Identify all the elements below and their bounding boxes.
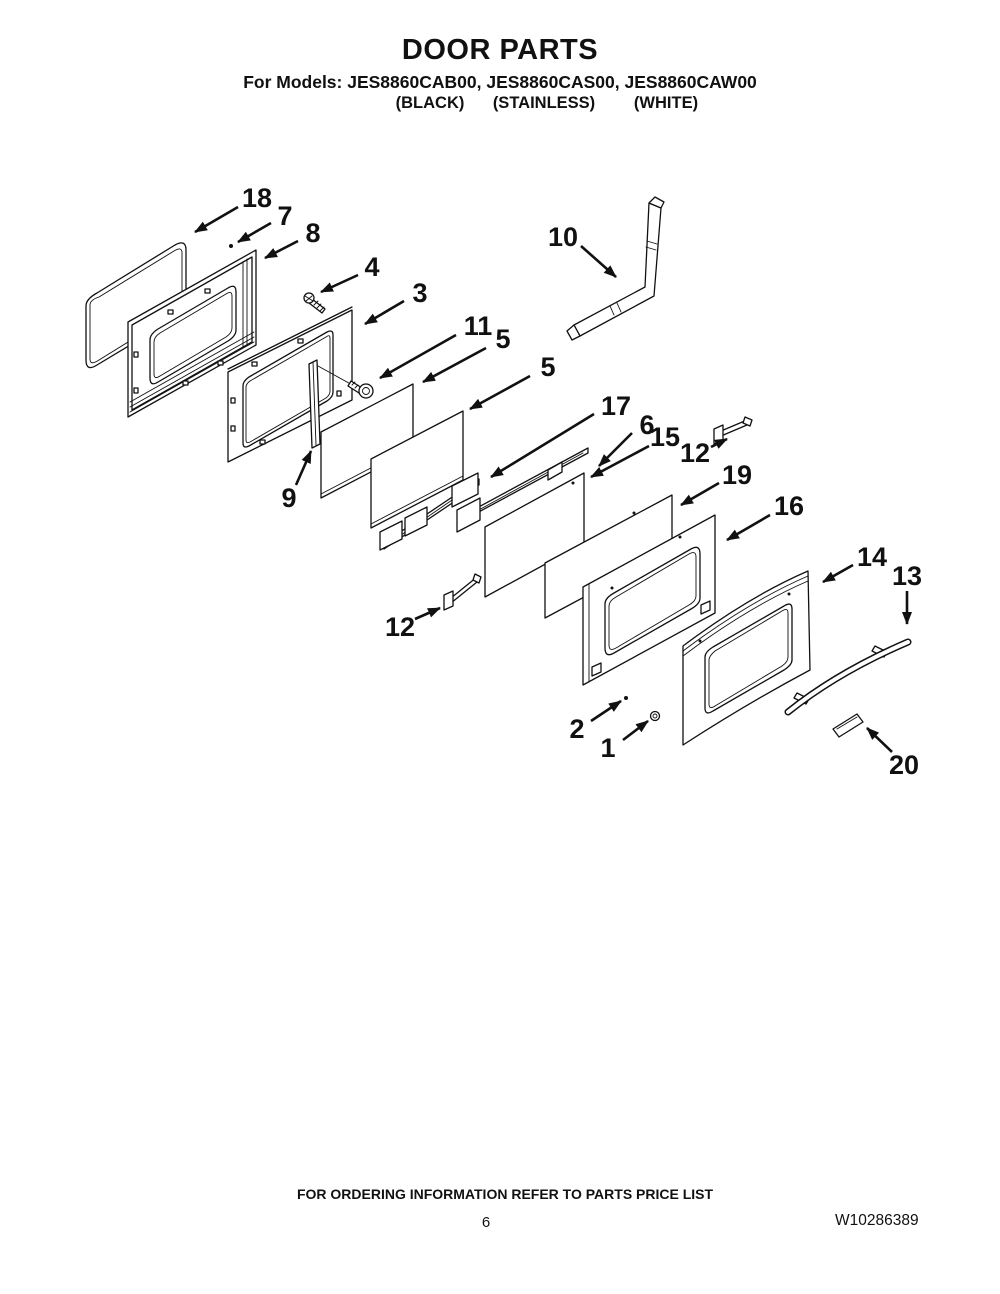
callout-arrow-6 <box>598 432 633 467</box>
finish-label-black: (BLACK) <box>395 94 465 112</box>
callout-number-13: 13 <box>892 561 922 591</box>
part-20-nameplate <box>832 713 864 738</box>
document-number: W10286389 <box>835 1212 919 1229</box>
callout-3: 3 <box>364 278 428 326</box>
callout-8: 8 <box>264 218 321 260</box>
part-4-screw <box>303 292 326 314</box>
callout-arrow-3 <box>364 299 405 326</box>
callout-number-11: 11 <box>464 311 493 341</box>
models-line: For Models: JES8860CAB00, JES8860CAS00, … <box>243 72 757 92</box>
callout-16: 16 <box>726 491 804 542</box>
callout-number-15: 15 <box>650 422 680 452</box>
callout-2: 2 <box>569 699 622 744</box>
part-1-screw <box>649 710 661 722</box>
callout-12b: 12 <box>385 606 441 642</box>
callout-number-12b: 12 <box>385 612 415 642</box>
part-13-door-handle <box>784 638 912 716</box>
callout-number-5b: 5 <box>540 352 555 382</box>
callout-number-8: 8 <box>305 218 320 248</box>
part-9-glass-retainer-strip <box>308 359 357 449</box>
callout-number-5a: 5 <box>495 324 510 354</box>
part-2-screw-hole <box>624 696 628 700</box>
callout-number-10: 10 <box>548 222 578 252</box>
finish-label-stainless: (STAINLESS) <box>492 94 596 112</box>
page-title: DOOR PARTS <box>401 34 599 66</box>
callout-4: 4 <box>320 252 380 294</box>
callout-arrow-7 <box>237 221 272 244</box>
callout-number-19: 19 <box>722 460 752 490</box>
callout-arrow-18 <box>194 205 239 234</box>
callout-arrow-11 <box>379 333 457 380</box>
part-12-glass-clip-right <box>713 416 753 445</box>
callout-5b: 5 <box>469 352 556 411</box>
callout-number-14: 14 <box>857 542 887 572</box>
callout-arrow-8 <box>264 239 299 260</box>
callout-14: 14 <box>822 542 887 584</box>
callout-arrow-16 <box>726 513 771 542</box>
callout-1: 1 <box>600 719 649 763</box>
callout-13: 13 <box>892 561 922 625</box>
callout-number-17: 17 <box>601 391 631 421</box>
callout-number-6: 6 <box>639 410 654 440</box>
part-10-end-cap-trim <box>566 196 665 341</box>
callout-20: 20 <box>866 727 919 780</box>
ordering-note: FOR ORDERING INFORMATION REFER TO PARTS … <box>296 1186 714 1202</box>
callout-arrow-2 <box>590 699 622 723</box>
part-12-glass-clip-left <box>443 573 482 611</box>
callout-number-3: 3 <box>412 278 427 308</box>
callout-number-7: 7 <box>277 201 292 231</box>
callout-19: 19 <box>680 460 752 507</box>
callout-arrow-17 <box>490 412 595 479</box>
callout-arrow-9 <box>294 450 313 486</box>
part-6-glass-spacer-rail-lower <box>456 447 589 533</box>
callout-number-4: 4 <box>364 252 379 282</box>
callout-18: 18 <box>194 183 272 234</box>
callout-arrow-14 <box>822 563 854 584</box>
callout-number-16: 16 <box>774 491 804 521</box>
callout-9: 9 <box>281 450 313 513</box>
callout-7: 7 <box>237 201 293 244</box>
callout-10: 10 <box>548 222 617 278</box>
callout-5a: 5 <box>422 324 511 384</box>
callout-6: 6 <box>598 410 655 467</box>
callout-arrow-1 <box>622 719 649 742</box>
callout-15: 15 <box>590 422 680 479</box>
part-16-door-liner-frame <box>582 514 716 686</box>
callout-number-2: 2 <box>569 714 584 744</box>
finish-labels: (BLACK) (STAINLESS) (WHITE) <box>0 94 1000 114</box>
part-3-window-frame-panel <box>227 306 353 463</box>
part-17-glass-spacer-rail <box>379 472 480 551</box>
callout-arrow-4 <box>320 273 359 294</box>
callout-17: 17 <box>490 391 631 479</box>
callout-number-12a: 12 <box>680 438 710 468</box>
callout-12a: 12 <box>680 437 728 468</box>
callout-number-18: 18 <box>242 183 272 213</box>
finish-label-white: (WHITE) <box>633 94 699 112</box>
part-11-screw <box>347 380 374 399</box>
page-number: 6 <box>481 1214 491 1231</box>
callout-arrow-12a <box>710 437 728 449</box>
callout-arrow-5a <box>422 346 487 384</box>
callout-arrow-15 <box>590 444 650 479</box>
callout-number-1: 1 <box>600 733 615 763</box>
part-8-inner-door-panel <box>127 249 257 418</box>
part-14-outer-door-panel <box>682 570 811 746</box>
callout-arrow-20 <box>866 727 893 753</box>
part-7-screw-hole <box>229 244 233 248</box>
callout-number-20: 20 <box>889 750 919 780</box>
callout-arrow-12b <box>414 606 441 621</box>
callout-number-9: 9 <box>281 483 296 513</box>
callout-arrow-5b <box>469 374 531 411</box>
callout-11: 11 <box>379 311 493 380</box>
callout-arrow-10 <box>580 245 617 278</box>
callout-arrow-19 <box>680 481 720 507</box>
